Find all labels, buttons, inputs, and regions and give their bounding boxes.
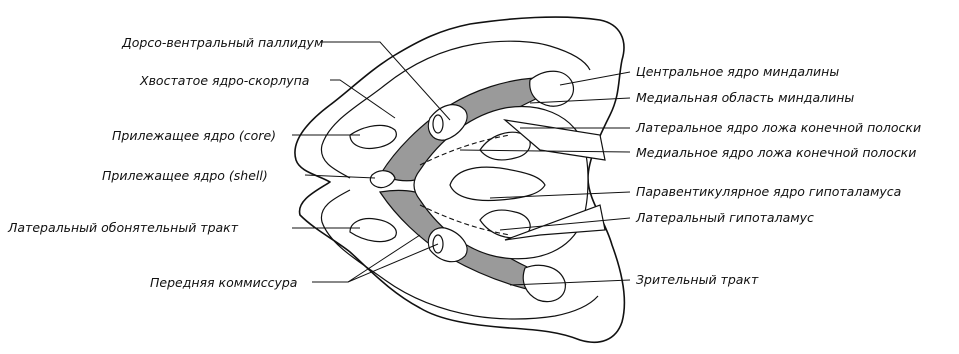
commissure-upper — [433, 115, 443, 133]
label-accumbens-shell: Прилежащее ядро (shell) — [102, 168, 268, 183]
label-medial-bnst: Медиальное ядро ложа конечной полоски — [636, 145, 916, 160]
label-optic-tract: Зрительный тракт — [636, 272, 759, 287]
label-caudate-putamen: Хвостатое ядро-скорлупа — [139, 73, 309, 88]
label-lateral-bnst: Латеральное ядро ложа конечной полоски — [635, 120, 921, 135]
label-lateral-hypothalamus: Латеральный гипоталамус — [635, 210, 814, 225]
label-paraventricular-hypothalamus: Паравентикулярное ядро гипоталамуса — [636, 184, 901, 199]
label-medial-amygdala: Медиальная область миндалины — [636, 90, 854, 105]
label-lateral-olfactory-tract: Латеральный обонятельный тракт — [7, 220, 239, 235]
label-accumbens-core: Прилежащее ядро (core) — [112, 128, 276, 143]
label-central-amygdala: Центральное ядро миндалины — [636, 64, 839, 79]
label-anterior-commissure: Передняя коммиссура — [150, 275, 297, 290]
label-dorso-ventral-pallidum: Дорсо-вентральный паллидум — [121, 35, 323, 50]
